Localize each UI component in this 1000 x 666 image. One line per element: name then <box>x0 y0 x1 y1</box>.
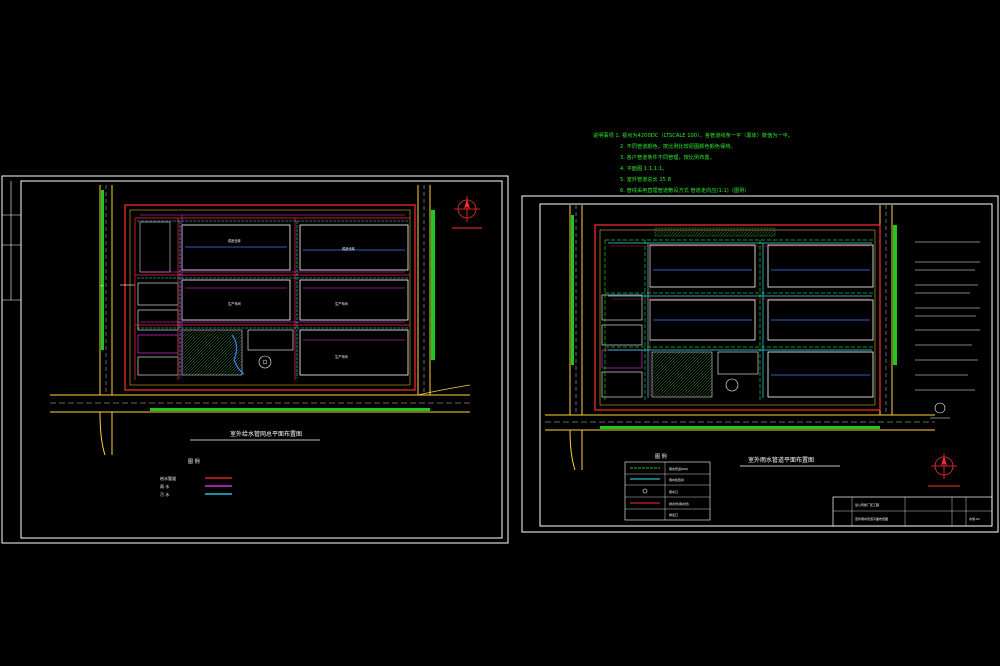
left-sheet: 成品仓库 成品仓库 生产车间 生产车间 生产车间 <box>1 175 509 544</box>
left-building-2 <box>299 224 409 271</box>
right-building-2 <box>767 244 874 288</box>
note-line-2: 2. 不同管道颜色，按比例比较原图颜色颜色保持。 <box>620 142 736 150</box>
right-inner-road <box>599 229 876 406</box>
titleblock-sheet: 水施-01 <box>969 516 980 521</box>
right-legend-title: 图 例 <box>655 453 667 460</box>
left-legend-title: 图 例 <box>188 458 200 465</box>
left-building-4 <box>299 279 409 321</box>
titleblock-project: 某公司新厂区工程 <box>855 502 879 507</box>
left-legend: 图 例 给水管道 雨 水 污 水 <box>160 458 232 497</box>
right-building-1 <box>649 244 756 288</box>
note-line-1: 说明事项 1. 视点为4200DC（LTSCALE 100），各管道线条一平（黑… <box>593 131 793 139</box>
right-legend-row-1: 雨水管道(DN) <box>669 466 688 471</box>
note-line-3: 3. 各户管道条件不同管理，按比例布置。 <box>620 153 715 161</box>
right-legend-row-4: 排水管(雨水管) <box>669 501 689 506</box>
general-notes: 说明事项 1. 视点为4200DC（LTSCALE 100），各管道线条一平（黑… <box>593 131 793 194</box>
note-line-5: 5. 室外管道总长 15.8 <box>620 175 671 183</box>
right-sheet-outer-border <box>521 195 999 533</box>
note-line-4: 4. 平面图 1:1,1:1。 <box>620 165 667 172</box>
left-sheet-inner-border <box>20 180 503 539</box>
right-legend-table <box>624 461 711 521</box>
right-site-boundary <box>594 224 881 411</box>
right-sheet: 室外雨水管道平面布置图 图 例 雨水管道(DN) 雨水检查井 雨水口 排水管(雨… <box>521 195 999 533</box>
left-building-1 <box>181 224 291 271</box>
left-building-4-label: 生产车间 <box>335 301 348 306</box>
note-line-6: 6. 管线采用直埋管道敷设方式 管道走向应(1:1)（图例） <box>620 186 750 194</box>
left-inner-road <box>129 209 411 386</box>
right-legend-row-5: 排出口 <box>669 512 678 517</box>
left-legend-item-2: 雨 水 <box>160 483 169 489</box>
left-building-3-label: 生产车间 <box>228 301 241 306</box>
right-north-arrow <box>928 453 960 487</box>
left-building-3 <box>181 279 291 321</box>
right-legend-row-3: 雨水口 <box>669 489 678 494</box>
right-legend: 图 例 雨水管道(DN) 雨水检查井 雨水口 排水管(雨水管) 排出口 <box>624 453 711 521</box>
right-sheet-inner-border <box>539 203 993 527</box>
left-roads <box>50 185 471 456</box>
right-pipe-network <box>604 239 875 400</box>
right-building-4 <box>767 299 874 341</box>
left-building-1-label: 成品仓库 <box>228 238 242 243</box>
left-binding-strip <box>2 181 21 301</box>
left-building-5 <box>299 329 409 376</box>
left-sheet-title: 室外给水管网总平面布置图 <box>230 430 302 438</box>
right-building-5 <box>767 351 874 398</box>
left-site-boundary <box>124 204 416 391</box>
right-legend-row-2: 雨水检查井 <box>669 477 684 482</box>
right-title-block: 某公司新厂区工程 室外雨水管道平面布置图 水施-01 <box>832 496 993 527</box>
left-entry-mark: ━━ <box>99 284 104 288</box>
right-detail-symbol <box>930 402 950 419</box>
left-sheet-outer-border <box>1 175 509 544</box>
left-building-5-label: 生产车间 <box>335 354 348 359</box>
left-north-arrow <box>452 196 482 229</box>
right-sheet-title: 室外雨水管道平面布置图 <box>748 456 814 464</box>
left-pipe-network <box>120 214 410 380</box>
right-side-notes <box>915 241 980 391</box>
right-buildings <box>601 227 874 398</box>
left-legend-item-1: 给水管道 <box>160 475 176 481</box>
left-legend-item-3: 污 水 <box>160 491 169 497</box>
left-building-2-label: 成品仓库 <box>342 246 356 251</box>
left-buildings: 成品仓库 成品仓库 生产车间 生产车间 生产车间 <box>137 221 409 376</box>
titleblock-drawing: 室外雨水管道平面布置图 <box>855 516 888 521</box>
